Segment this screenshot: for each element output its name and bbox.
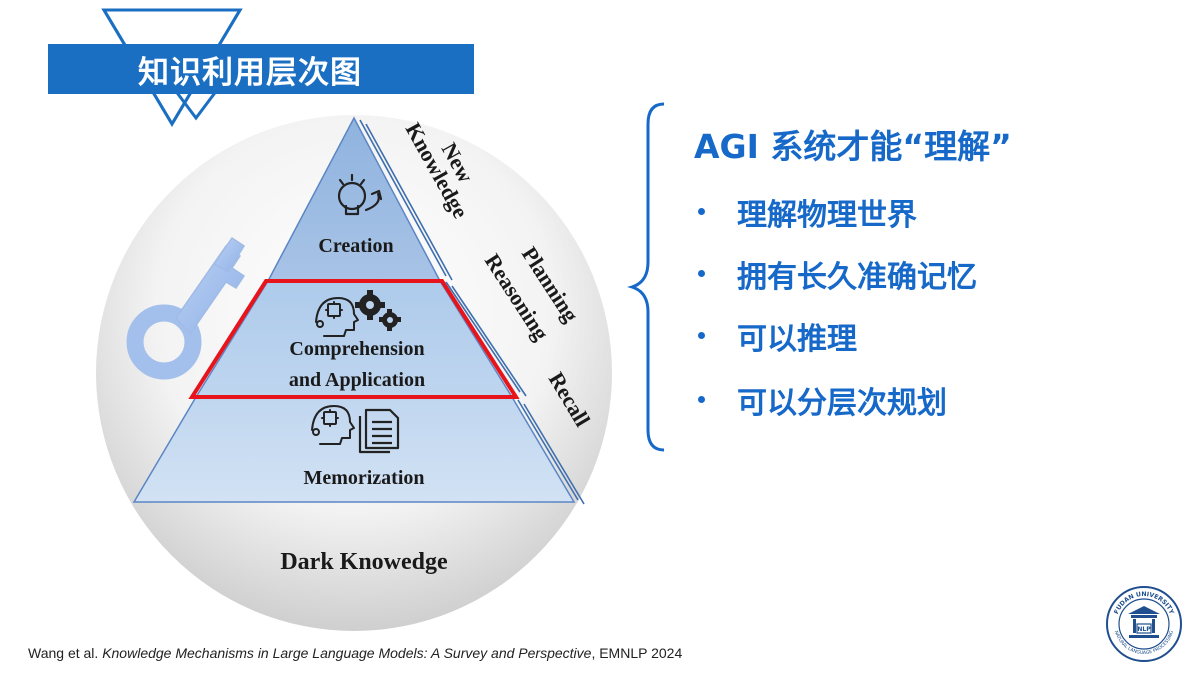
key-icon bbox=[126, 236, 246, 380]
bullet-dot bbox=[698, 332, 705, 339]
page-title: 知识利用层次图 bbox=[138, 55, 362, 91]
bullet-dot bbox=[698, 396, 705, 403]
comprehension-label-line2: and Application bbox=[289, 369, 425, 391]
side-brackets bbox=[359, 119, 585, 505]
bullet-dot bbox=[698, 208, 705, 215]
title-banner bbox=[48, 44, 474, 94]
creation-label: Creation bbox=[318, 235, 393, 257]
bullet-item: 可以推理 bbox=[737, 322, 857, 357]
citation-title: Knowledge Mechanisms in Large Language M… bbox=[102, 645, 592, 661]
creation-icon bbox=[337, 173, 383, 216]
curly-brace bbox=[626, 102, 665, 452]
memory-head-icon bbox=[311, 405, 355, 445]
fudan-nlp-logo: FUDAN UNIVERSITY NATURAL LANGUAGE PROCES… bbox=[1106, 586, 1182, 662]
title-triangle-overlay bbox=[101, 8, 243, 127]
bullet-item: 理解物理世界 bbox=[737, 198, 917, 233]
logo-center-text: NLP bbox=[1137, 626, 1151, 633]
bullet-dot bbox=[698, 270, 705, 277]
gears-icon bbox=[355, 290, 401, 331]
bullet-item: 可以分层次规划 bbox=[737, 386, 947, 421]
bullet-item: 拥有长久准确记忆 bbox=[737, 260, 977, 295]
highlight-frame bbox=[188, 279, 520, 399]
comprehension-label-line1: Comprehension bbox=[289, 338, 424, 360]
citation: Wang et al. Knowledge Mechanisms in Larg… bbox=[28, 645, 682, 661]
ai-head-icon bbox=[315, 297, 359, 337]
document-icon bbox=[358, 408, 400, 454]
dark-knowledge-label: Dark Knowedge bbox=[280, 549, 448, 575]
agi-heading: AGI 系统才能“理解” bbox=[694, 127, 1012, 166]
citation-suffix: , EMNLP 2024 bbox=[591, 645, 683, 661]
citation-prefix: Wang et al. bbox=[28, 645, 103, 661]
memorization-label: Memorization bbox=[303, 467, 424, 489]
